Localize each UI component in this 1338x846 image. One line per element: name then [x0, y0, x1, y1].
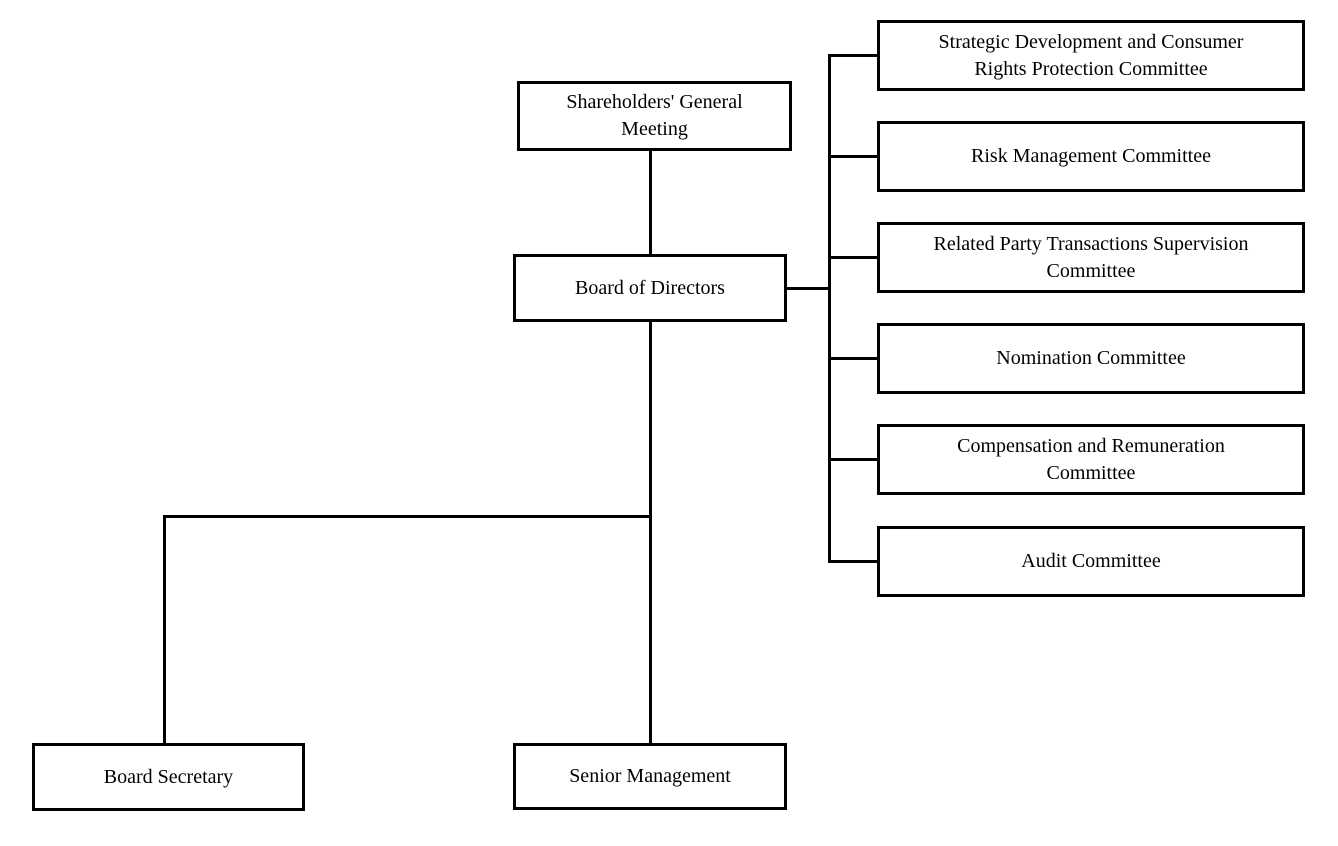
node-committee-strategic-development: Strategic Development and Consumer Right…	[877, 20, 1305, 91]
node-label: Related Party Transactions Supervision C…	[933, 232, 1249, 282]
node-committee-risk-management: Risk Management Committee	[877, 121, 1305, 192]
node-label: Audit Committee	[1021, 550, 1161, 572]
committee-spine-line	[828, 54, 831, 563]
connector-board-to-senior-management	[649, 322, 652, 743]
node-committee-nomination: Nomination Committee	[877, 323, 1305, 394]
node-committee-audit: Audit Committee	[877, 526, 1305, 597]
connector-stub-committee-4	[828, 357, 877, 360]
node-label: Strategic Development and Consumer Right…	[938, 30, 1244, 80]
node-label: Compensation and Remuneration Committee	[957, 434, 1225, 484]
connector-branch-to-board-secretary	[163, 515, 166, 743]
connector-stub-committee-6	[828, 560, 877, 563]
node-committee-compensation-remuneration: Compensation and Remuneration Committee	[877, 424, 1305, 495]
connector-stub-committee-3	[828, 256, 877, 259]
node-senior-management: Senior Management	[513, 743, 787, 810]
node-label: Senior Management	[569, 765, 731, 787]
connector-branch-horizontal	[163, 515, 652, 518]
node-label: Board Secretary	[103, 765, 234, 788]
connector-stub-committee-1	[828, 54, 877, 57]
node-board-of-directors: Board of Directors	[513, 254, 787, 322]
node-label: Nomination Committee	[996, 347, 1186, 369]
connector-shareholders-to-board	[649, 151, 652, 254]
node-committee-related-party-transactions: Related Party Transactions Supervision C…	[877, 222, 1305, 293]
node-board-secretary: Board Secretary	[32, 743, 305, 811]
node-label: Board of Directors	[575, 276, 725, 299]
connector-board-to-committee-spine	[786, 287, 831, 290]
connector-stub-committee-5	[828, 458, 877, 461]
connector-stub-committee-2	[828, 155, 877, 158]
node-label: Risk Management Committee	[971, 145, 1211, 167]
node-shareholders-general-meeting: Shareholders' General Meeting	[517, 81, 792, 151]
node-label: Shareholders' General Meeting	[566, 91, 743, 140]
